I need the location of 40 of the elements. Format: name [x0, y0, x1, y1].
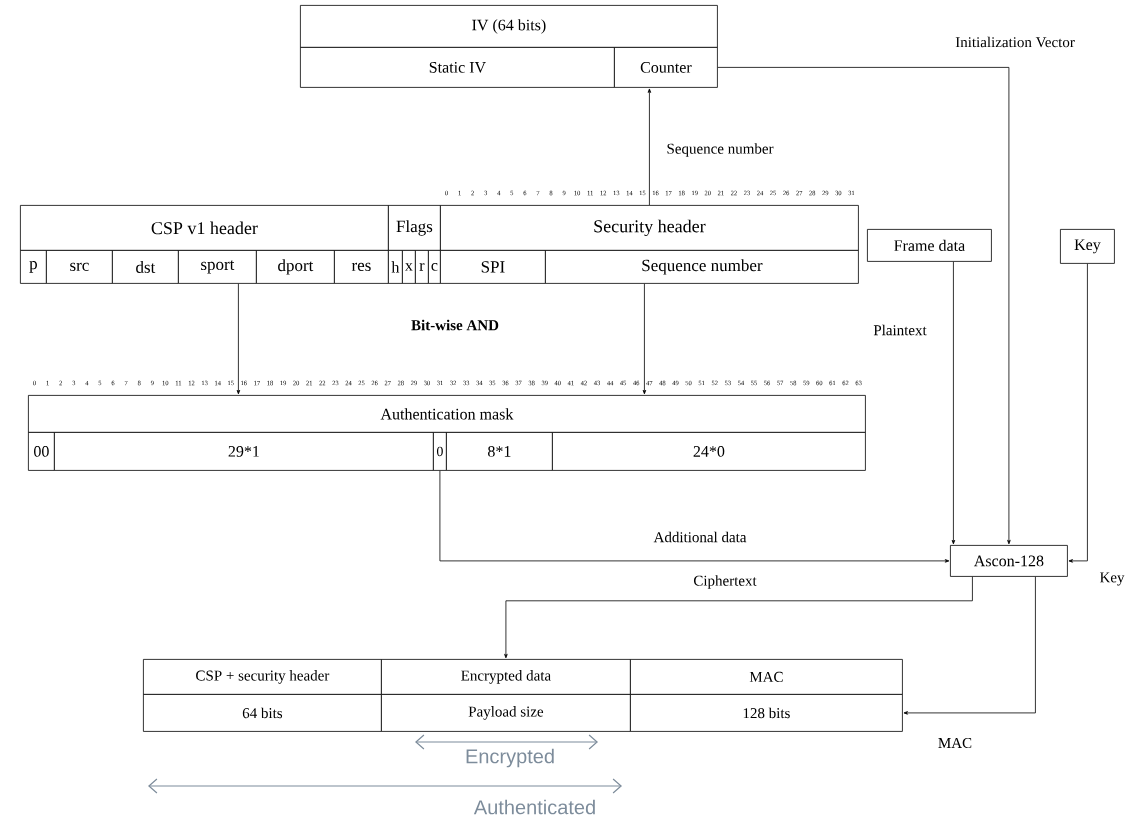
- arrow: [1068, 263, 1088, 563]
- table-cell: 128 bits: [630, 694, 903, 732]
- table-cell: sport: [178, 250, 257, 284]
- table-cell: Payload size: [381, 694, 631, 732]
- table-cell: 64 bits: [143, 694, 382, 732]
- edge-label: Key: [1099, 572, 1125, 586]
- arrow: [717, 67, 1011, 545]
- table-cell: CSP + security header: [143, 659, 382, 695]
- arrow: [903, 576, 1036, 715]
- table-cell: 00: [28, 432, 55, 471]
- arrow: [236, 283, 241, 395]
- table-cell: p: [20, 250, 47, 284]
- input-box: Key: [1060, 229, 1115, 264]
- table-cell: Encrypted data: [381, 659, 631, 695]
- table-cell: Counter: [614, 47, 718, 88]
- table-cell: c: [428, 250, 441, 284]
- table-cell: r: [415, 250, 429, 284]
- arrow: [439, 470, 950, 563]
- table-cell: 0: [433, 432, 447, 471]
- process-box: Ascon-128: [950, 545, 1068, 577]
- edge-label: Initialization Vector: [955, 36, 1075, 48]
- arrow: [647, 88, 652, 206]
- table-cell: x: [402, 250, 416, 284]
- table-cell: dport: [256, 250, 335, 284]
- dimension-label: Authenticated: [473, 799, 595, 815]
- table-cell: Flags: [388, 205, 441, 251]
- input-box: Frame data: [867, 229, 992, 262]
- arrow: [951, 261, 956, 545]
- edge-label: Sequence number: [667, 143, 774, 157]
- table-cell: dst: [112, 250, 179, 284]
- note-text: Bit-wise AND: [411, 319, 499, 331]
- edge-label: Ciphertext: [693, 575, 757, 589]
- edge-label: Additional data: [653, 531, 747, 543]
- edge-label: MAC: [938, 737, 972, 749]
- table-cell: MAC: [630, 659, 903, 695]
- table-cell: h: [388, 250, 403, 284]
- arrow: [642, 283, 647, 395]
- edge-label: Plaintext: [873, 324, 927, 336]
- arrow: [504, 576, 973, 659]
- dimension-label: Encrypted: [466, 748, 554, 768]
